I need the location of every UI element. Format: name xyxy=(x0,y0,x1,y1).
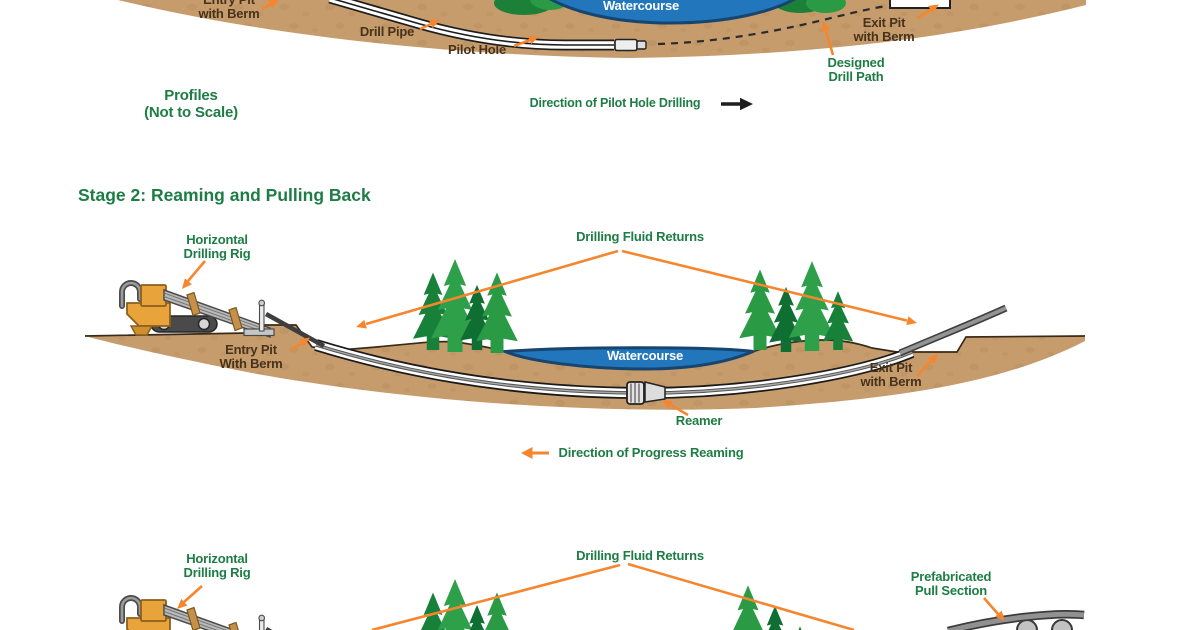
stage3-callout-arrows xyxy=(177,562,1005,630)
stage1-exit-pit-label: Exit Pit with Berm xyxy=(853,15,915,44)
stage2-watercourse-label: Watercourse xyxy=(606,348,684,363)
stage1-pilot-hole-pipe xyxy=(328,0,647,52)
stage2-watercourse-shape xyxy=(503,346,755,371)
direction-pilot-hole-arrow xyxy=(721,97,753,111)
stage1-direction-label: Direction of Pilot Hole Drilling xyxy=(529,96,701,110)
drill-bit xyxy=(614,38,638,52)
stage2-callout-arrows xyxy=(182,249,938,459)
stage2-entry-pit-label: Entry Pit With Berm xyxy=(219,342,283,371)
stage1-pilot-hole-label: Pilot Hole xyxy=(448,42,506,57)
stage2-profile xyxy=(84,249,1086,459)
reamer-tool xyxy=(626,381,666,405)
stage3-trees-right xyxy=(725,585,813,630)
stage3-rig-label: Horizontal Drilling Rig xyxy=(183,551,251,580)
stage1-exit-pit-box xyxy=(889,0,951,9)
stage1-entry-pit-label: Entry Pit with Berm xyxy=(198,0,260,21)
stage1-watercourse-label: Watercourse xyxy=(602,0,680,13)
reamer-label: Reamer xyxy=(675,413,723,428)
stage1-callout-arrows xyxy=(261,0,939,56)
stage2-exit-pipe xyxy=(898,304,1008,357)
stage2-trees-right xyxy=(739,261,854,352)
pull-section-label: Prefabricated Pull Section xyxy=(910,569,992,598)
designed-drill-path-label: Designed Drill Path xyxy=(827,55,885,84)
profiles-note: Profiles (Not to Scale) xyxy=(144,87,238,121)
stage2-rig-label: Horizontal Drilling Rig xyxy=(183,232,251,261)
stage1-watercourse-shape xyxy=(549,0,796,25)
stage2-fluid-returns-label: Drilling Fluid Returns xyxy=(576,229,704,244)
stage3-profile xyxy=(122,562,1085,630)
stage2-title: Stage 2: Reaming and Pulling Back xyxy=(78,185,371,205)
stage2-direction-label: Direction of Progress Reaming xyxy=(558,445,744,460)
stage1-profile xyxy=(118,0,1086,111)
pipe-roller xyxy=(1051,619,1073,630)
designed-drill-path-line xyxy=(657,4,887,46)
stage3-fluid-returns-label: Drilling Fluid Returns xyxy=(576,548,704,563)
stage1-drill-pipe-label: Drill Pipe xyxy=(359,24,415,39)
prefabricated-pull-section-pipe xyxy=(946,609,1085,630)
stage2-exit-pit-label: Exit Pit with Berm xyxy=(860,360,922,389)
